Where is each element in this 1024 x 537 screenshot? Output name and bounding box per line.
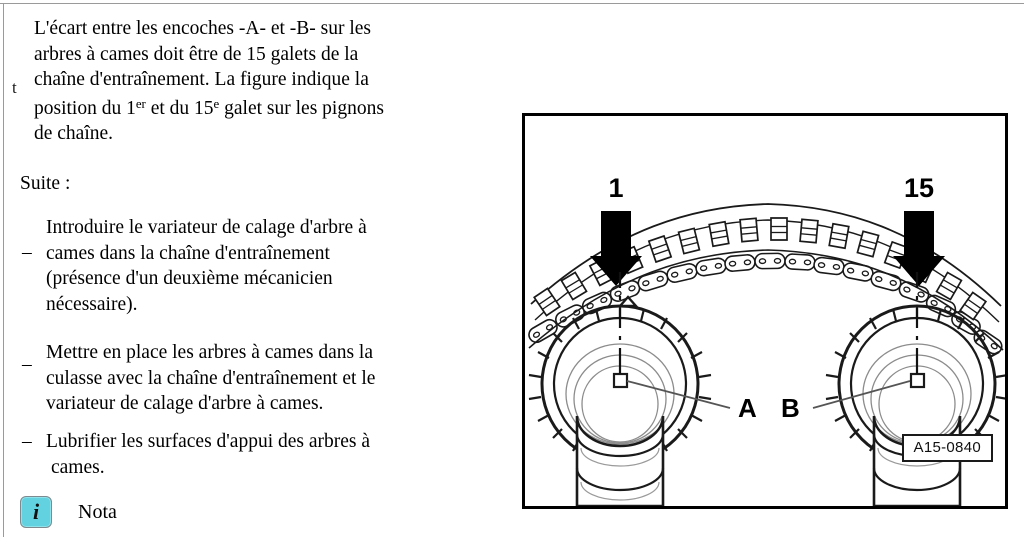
list-dash-bullet: – xyxy=(22,242,32,263)
list-item-line: Lubrifier les surfaces d'appui des arbre… xyxy=(46,431,371,452)
list-item: – Lubrifier les surfaces d'appui des arb… xyxy=(22,429,512,480)
intro-line-4: position du 1er et du 15e galet sur les … xyxy=(34,96,512,122)
note-label: Nota xyxy=(78,501,117,523)
list-item-line: cames dans la chaîne d'entraînement xyxy=(46,242,330,264)
list-item-line: culasse avec la chaîne d'entraînement et… xyxy=(46,367,376,389)
intro-line-4-part-b: et du 15 xyxy=(145,97,214,119)
camshaft-body-left xyxy=(575,415,665,506)
list-item: – Mettre en place les arbres à cames dan… xyxy=(22,340,512,417)
intro-line-1: L'écart entre les encoches -A- et -B- su… xyxy=(34,18,372,39)
intro-line-2: arbres à cames doit être de 15 galets de… xyxy=(34,43,359,65)
camshaft-sprocket-left: A xyxy=(528,272,757,506)
info-icon: i xyxy=(20,496,52,528)
intro-line-5: de chaîne. xyxy=(34,123,114,144)
notch-marker-a xyxy=(612,372,629,389)
text-column: t L'écart entre les encoches -A- et -B- … xyxy=(12,10,512,530)
ordinal-suffix-e: e xyxy=(213,96,220,111)
callout-label-a: A xyxy=(738,393,757,423)
list-item-body: Introduire le variateur de calage d'arbr… xyxy=(46,215,512,317)
list-item-line: (présence d'un deuxième mécanicien xyxy=(46,268,333,289)
chain-bottom-outline xyxy=(528,249,1004,351)
ordinal-suffix-er: er xyxy=(135,96,146,111)
list-item-line: Mettre en place les arbres à cames dans … xyxy=(46,342,374,363)
illustration-figure: 1 15 xyxy=(522,113,1008,509)
callout-leader-b xyxy=(812,380,911,409)
timing-chain-diagram: 1 15 xyxy=(525,173,1005,506)
arrow-15-shape xyxy=(893,211,945,286)
list-item: – Introduire le variateur de calage d'ar… xyxy=(22,215,512,317)
intro-line-4-part-a: position du 1 xyxy=(34,97,136,119)
list-dash-bullet: – xyxy=(22,354,32,375)
arrow-1-shape xyxy=(590,211,642,286)
list-item-line: cames. xyxy=(51,456,105,478)
list-item-line: nécessaire). xyxy=(46,293,138,315)
suite-label: Suite : xyxy=(20,173,71,194)
callout-leader-a xyxy=(626,380,731,409)
arrow-marker-15: 15 xyxy=(893,173,945,286)
list-item-line: variateur de calage d'arbre à cames. xyxy=(46,393,324,414)
list-dash-bullet: – xyxy=(22,431,32,452)
margin-mark: t xyxy=(12,78,17,97)
list-item-body: Lubrifier les surfaces d'appui des arbre… xyxy=(46,429,512,480)
list-item-body: Mettre en place les arbres à cames dans … xyxy=(46,340,512,417)
arrow-label-15: 15 xyxy=(904,173,934,203)
list-item-line: Introduire le variateur de calage d'arbr… xyxy=(46,217,367,238)
arrow-marker-1: 1 xyxy=(590,173,642,286)
intro-paragraph: L'écart entre les encoches -A- et -B- su… xyxy=(34,16,512,147)
callout-label-b: B xyxy=(781,393,800,423)
intro-line-3: chaîne d'entraînement. La figure indique… xyxy=(34,69,369,90)
figure-code-badge: A15-0840 xyxy=(901,434,993,462)
notch-marker-b xyxy=(909,372,926,389)
info-icon-glyph: i xyxy=(32,499,40,524)
note-block: i Nota xyxy=(20,496,117,528)
intro-line-4-part-c: galet sur les pignons xyxy=(219,97,384,119)
page-frame-top-rule xyxy=(0,3,1024,4)
page-frame-left-rule xyxy=(3,3,4,537)
arrow-label-1: 1 xyxy=(608,173,623,203)
